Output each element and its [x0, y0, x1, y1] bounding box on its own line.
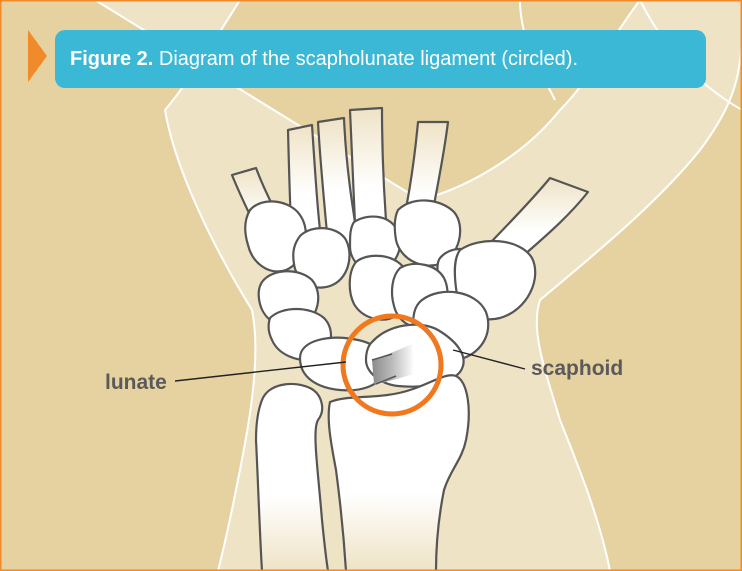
- ulna-bone: [256, 384, 328, 571]
- label-lunate: lunate: [105, 371, 167, 395]
- figure-caption-text: Diagram of the scapholunate ligament (ci…: [159, 48, 578, 70]
- label-scaphoid: scaphoid: [531, 357, 623, 381]
- figure-caption: Figure 2. Diagram of the scapholunate li…: [55, 30, 706, 88]
- figure-number: Figure 2.: [70, 48, 153, 70]
